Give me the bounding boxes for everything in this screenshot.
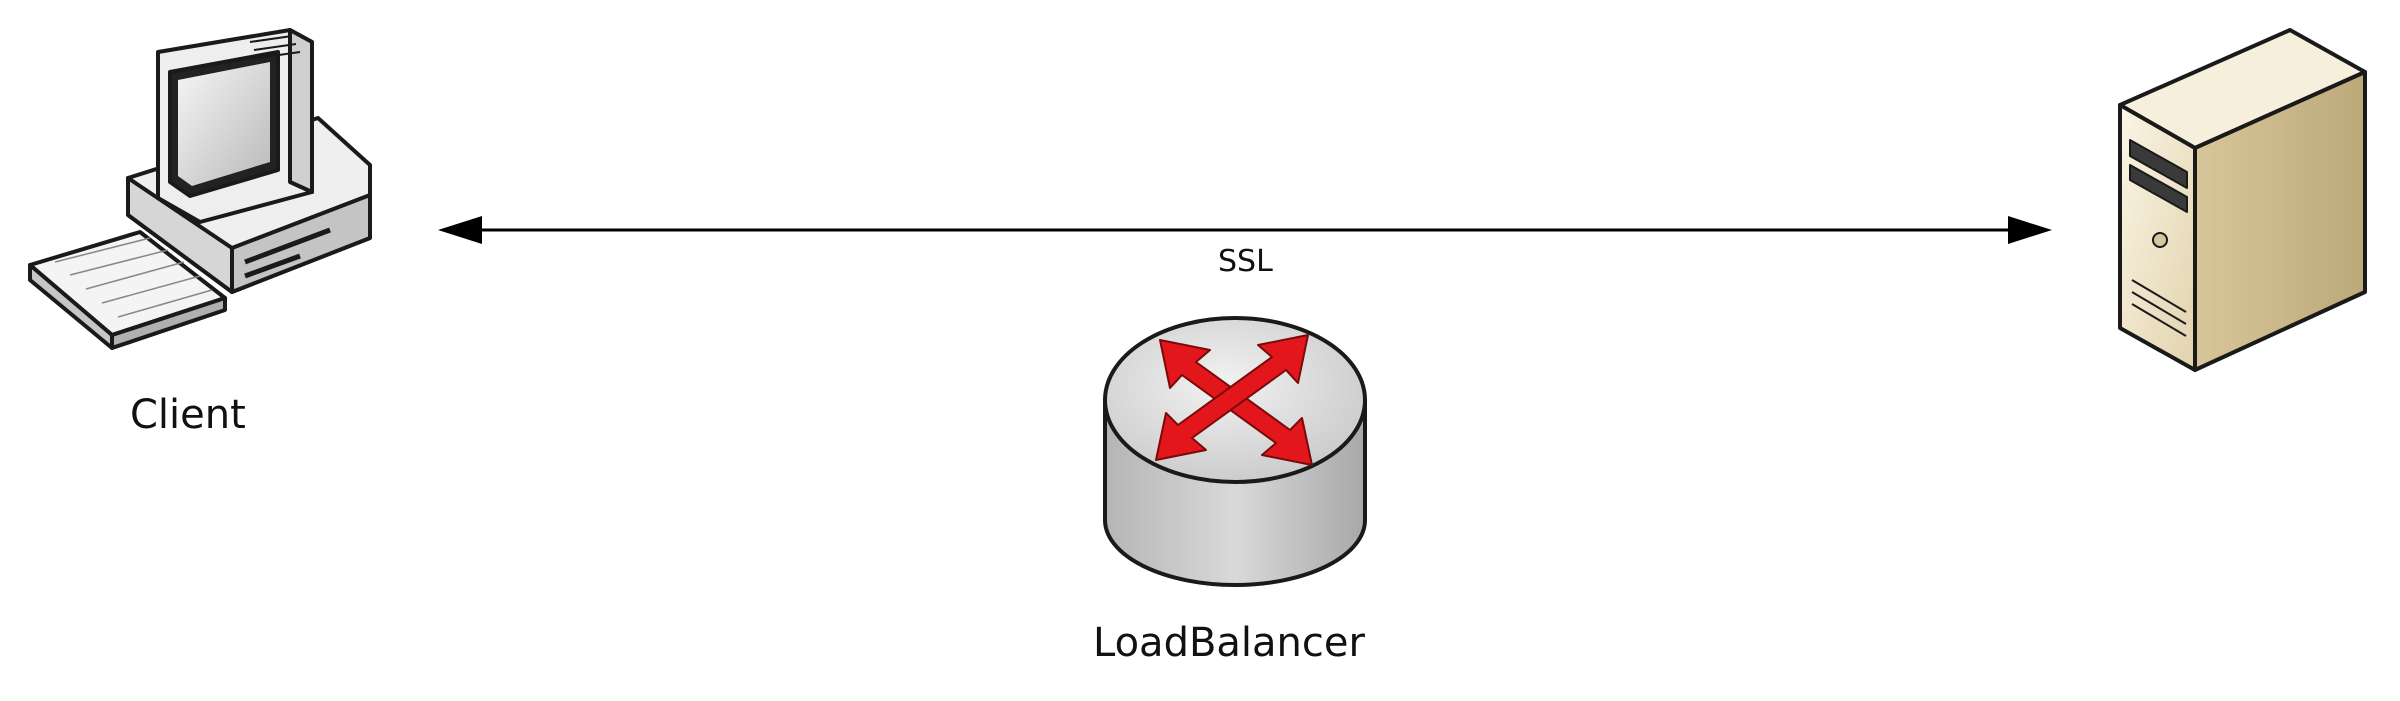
ssl-connection (438, 216, 2052, 244)
connection-label: SSL (1218, 244, 1273, 279)
client-label: Client (130, 392, 246, 438)
left-arrowhead (438, 216, 482, 244)
load-balancer-label: LoadBalancer (1093, 620, 1365, 666)
router-cross-arrows (1155, 334, 1313, 466)
tower-server-icon (2118, 28, 2367, 372)
router-icon (1103, 316, 1367, 587)
right-arrowhead (2008, 216, 2052, 244)
desktop-computer-icon (28, 28, 372, 350)
